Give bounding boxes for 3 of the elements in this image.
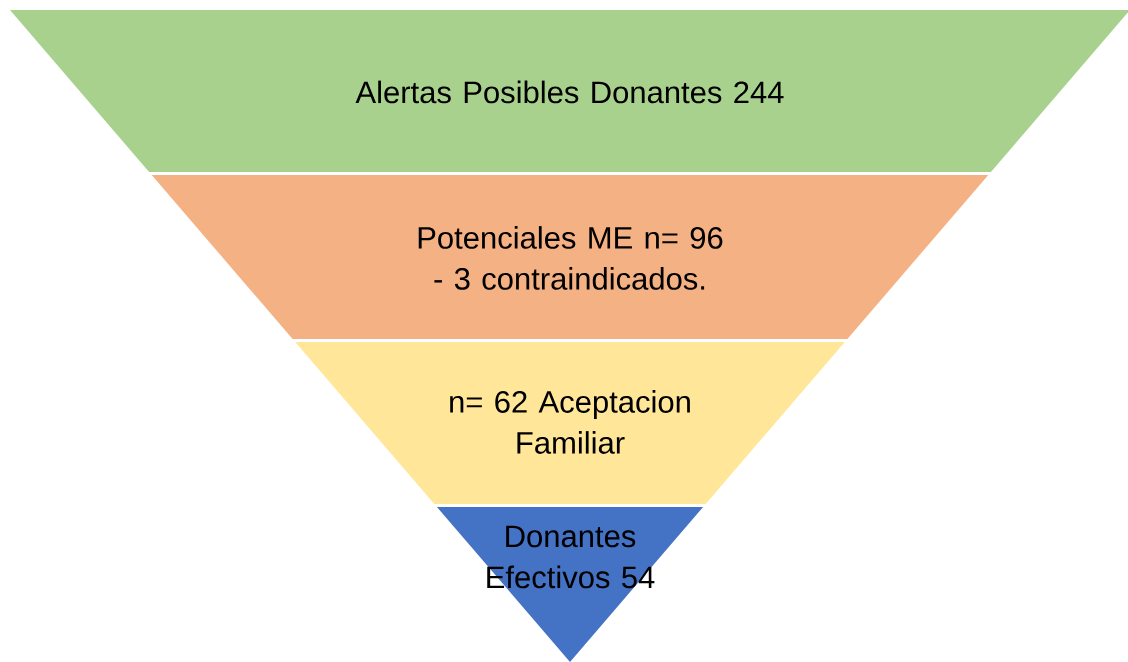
funnel-band: Potenciales ME n= 96 - 3 contraindicados. [151,175,989,339]
funnel-band: Alertas Posibles Donantes 244 [10,10,1128,172]
funnel-band: n= 62 Aceptacion Familiar [295,342,845,504]
